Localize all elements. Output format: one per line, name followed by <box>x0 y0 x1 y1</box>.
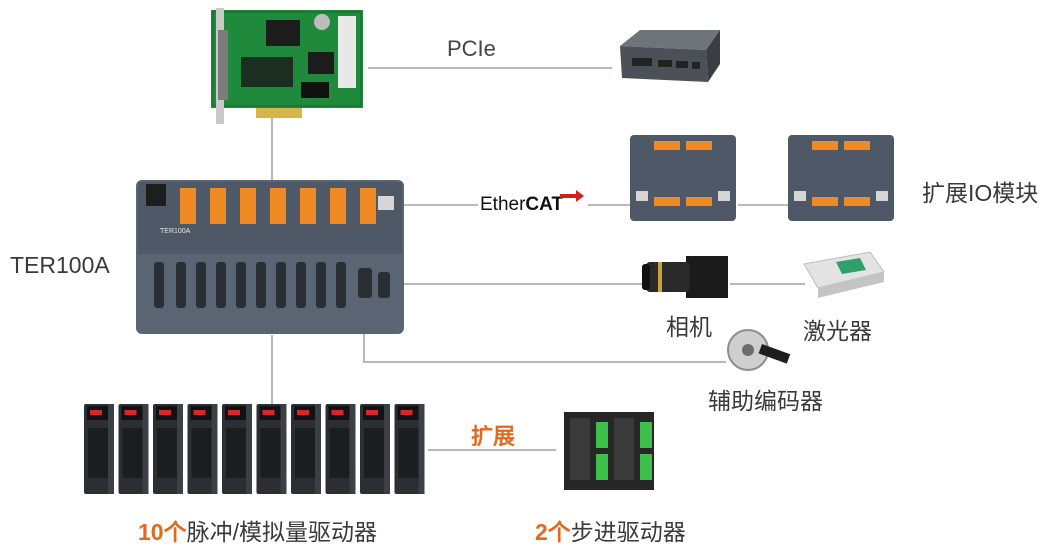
servo-drive-unit <box>291 404 321 494</box>
industrial-pc-image <box>620 30 720 82</box>
expand-label: 扩展 <box>471 424 516 449</box>
servo-drive-unit <box>325 404 356 494</box>
stepper-desc: 步进驱动器 <box>570 519 686 545</box>
controller-label: TER100A <box>10 252 110 278</box>
servo-drive-unit <box>187 404 218 494</box>
laser-image <box>803 251 885 298</box>
servo-drive-unit <box>84 404 114 494</box>
camera-label: 相机 <box>666 314 712 340</box>
servo-caption: 10个脉冲/模拟量驱动器 <box>138 513 377 547</box>
stepper-count: 2个 <box>535 519 571 545</box>
encoder-image <box>727 329 791 371</box>
pcie-card-image <box>211 8 363 124</box>
servo-drive-unit <box>153 404 183 494</box>
servo-drive-unit <box>256 404 287 494</box>
servo-drive-unit <box>360 404 390 494</box>
controller-housing-image <box>136 180 404 334</box>
stepper-drive-unit <box>608 412 654 490</box>
ethercat-arrows-icon <box>560 190 584 202</box>
camera-image <box>642 256 728 298</box>
ethercat-logo-cat: CAT <box>525 194 564 215</box>
laser-label: 激光器 <box>803 318 872 344</box>
servo-desc: 脉冲/模拟量驱动器 <box>186 519 377 545</box>
io-module-1-image <box>630 135 736 221</box>
encoder-label: 辅助编码器 <box>708 388 823 414</box>
ethercat-logo-ether: Ether <box>480 194 526 215</box>
controller-badge: TER100A <box>160 228 191 235</box>
stepper-caption: 2个步进驱动器 <box>535 513 686 547</box>
servo-drive-unit <box>118 404 149 494</box>
servo-drive-unit <box>394 404 425 494</box>
stepper-drive-unit <box>564 412 610 490</box>
servo-count: 10个 <box>138 519 187 545</box>
servo-drive-unit <box>222 404 252 494</box>
io-module-label: 扩展IO模块 <box>922 180 1039 206</box>
io-module-2-image <box>788 135 894 221</box>
ethercat-logo: EtherCAT <box>480 194 563 216</box>
stepper-drives-image <box>564 412 654 490</box>
servo-drives-image <box>84 404 425 494</box>
pcie-label: PCIe <box>447 36 496 61</box>
